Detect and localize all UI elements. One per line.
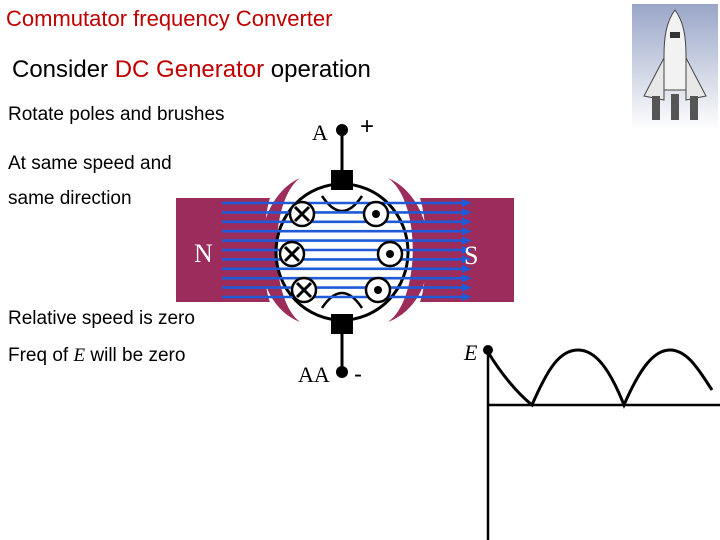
flux-arrow	[462, 199, 472, 207]
graph-origin-dot	[483, 345, 493, 355]
cross-mark	[295, 281, 313, 299]
text-rotate-poles: Rotate poles and brushes	[8, 104, 225, 125]
armature-conductors	[278, 200, 404, 304]
terminal-a-label: A	[312, 120, 328, 145]
flux-arrow	[462, 227, 472, 236]
subtitle-suffix: operation	[264, 56, 371, 83]
top-brush-contact	[320, 195, 364, 213]
bottom-brush	[331, 314, 353, 334]
flux-arrow	[462, 217, 472, 226]
bottom-brush-contact	[320, 291, 364, 309]
subtitle-highlight: DC Generator	[114, 56, 265, 83]
rectified-waveform	[486, 348, 714, 409]
dot-mark	[374, 286, 382, 294]
text-freq-suffix: will be zero	[85, 345, 186, 366]
flux-arrow	[462, 274, 472, 283]
cross-mark	[293, 205, 311, 223]
dot-mark	[372, 210, 380, 218]
terminal-aa-sign: -	[354, 361, 362, 388]
slide-subtitle: Consider DC Generator operation	[12, 56, 371, 84]
flux-lines	[222, 199, 472, 301]
text-same-speed-line1: At same speed and	[8, 153, 172, 174]
flux-arrow	[462, 283, 472, 292]
graph-e-label: E	[463, 340, 478, 365]
flux-arrow	[462, 293, 472, 301]
pole-south-label: S	[464, 241, 478, 270]
flux-arrow	[462, 255, 472, 264]
space-shuttle-icon	[632, 4, 718, 130]
flux-arrow	[462, 208, 472, 217]
text-freq-prefix: Freq of	[8, 345, 74, 366]
south-pole-shoe	[388, 178, 430, 322]
subtitle-prefix: Consider	[12, 56, 115, 83]
text-frequency-zero: Freq of E will be zero	[8, 345, 185, 367]
text-relative-speed: Relative speed is zero	[8, 308, 195, 329]
dot-mark	[386, 250, 394, 258]
top-brush	[331, 170, 353, 190]
pole-north-label: N	[194, 239, 213, 268]
terminal-a-dot	[336, 124, 348, 136]
terminal-a-sign: +	[360, 113, 374, 140]
text-freq-var: E	[73, 345, 86, 366]
slide-title: Commutator frequency Converter	[6, 6, 333, 31]
flux-arrow	[462, 236, 472, 245]
cross-mark	[283, 245, 301, 263]
text-same-speed-line2: same direction	[8, 188, 132, 209]
terminal-aa-dot	[336, 366, 348, 378]
flux-arrow	[462, 264, 472, 273]
north-pole-shoe	[260, 178, 300, 322]
terminal-aa-label: AA	[298, 362, 330, 387]
flux-arrow	[462, 246, 472, 254]
text-same-speed: At same speed and same direction	[8, 146, 172, 216]
